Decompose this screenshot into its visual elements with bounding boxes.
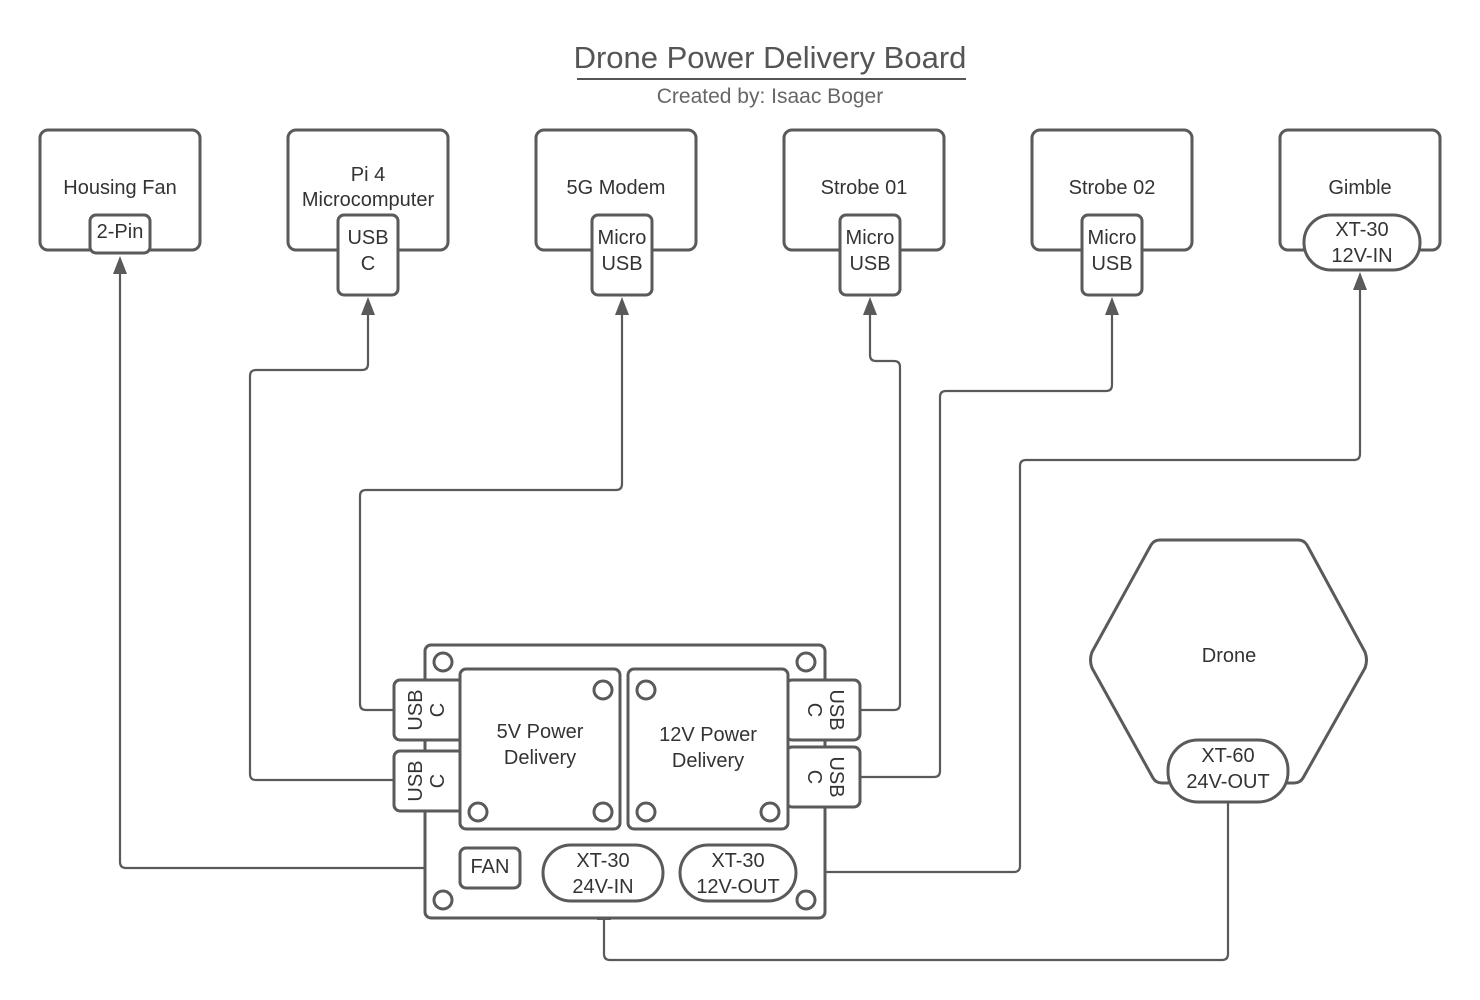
housing-fan-connector-label: 2-Pin: [96, 221, 144, 243]
module-hole: [592, 801, 614, 823]
mount-hole: [432, 889, 454, 911]
board-input-port-line2: 24V-IN: [572, 876, 634, 898]
gimble-connector: [1302, 213, 1422, 272]
wire-strobe02: [860, 312, 1114, 779]
wire-drone: [602, 802, 1230, 962]
device-pi4-label-line1: Pi 4: [350, 164, 386, 186]
mount-hole: [432, 651, 454, 673]
board-fan-port: [458, 846, 522, 890]
diagram-subtitle: Created by: Isaac Boger: [656, 85, 884, 108]
arrow-modem: [615, 297, 629, 315]
arrow-strobe01: [863, 297, 877, 315]
mount-hole: [795, 651, 817, 673]
device-strobe02-label: Strobe 02: [1068, 177, 1156, 199]
gimble-connector-line1: XT-30: [1335, 219, 1389, 241]
module-5v-label-line1: 5V Power: [496, 721, 584, 743]
strobe01-connector-line1: Micro: [845, 227, 895, 249]
drone-label: Drone: [1201, 645, 1257, 667]
strobe02-connector: [1080, 213, 1144, 297]
module-5v-label-line2: Delivery: [503, 747, 577, 769]
drone-hexagon: [1089, 538, 1368, 785]
diagram-title: Drone Power Delivery Board: [573, 40, 967, 75]
strobe01-connector: [838, 213, 902, 297]
board-input-port-line1: XT-30: [576, 850, 630, 872]
wire-modem: [358, 312, 624, 712]
arrow-gimble: [1353, 272, 1367, 290]
wire-strobe01: [860, 312, 902, 712]
module-hole: [635, 679, 657, 701]
gimble-connector-line2: 12V-IN: [1331, 245, 1393, 267]
board-output-port: [678, 843, 798, 903]
module-hole: [635, 801, 657, 823]
modem-connector: [590, 213, 654, 297]
left-port-2-label: USB C: [405, 760, 449, 802]
strobe01-connector-line2: USB: [849, 253, 891, 275]
drone-connector-line2: 24V-OUT: [1186, 771, 1270, 793]
module-12v: [626, 667, 790, 831]
device-5g-modem-label: 5G Modem: [566, 177, 666, 199]
device-gimble-label: Gimble: [1328, 177, 1392, 199]
right-port-1-label: USB C: [803, 689, 847, 731]
device-strobe01-label: Strobe 01: [820, 177, 908, 199]
housing-fan-connector: [88, 213, 152, 255]
drone-connector: [1166, 738, 1290, 804]
board-input-port: [541, 843, 665, 903]
mount-hole: [795, 889, 817, 911]
wire-fan: [118, 272, 460, 870]
drone-connector-line1: XT-60: [1201, 745, 1255, 767]
wire-pi4: [248, 312, 394, 782]
module-5v: [458, 667, 622, 831]
module-hole: [759, 801, 781, 823]
module-hole: [592, 679, 614, 701]
module-12v-label-line2: Delivery: [671, 750, 745, 772]
wire-gimble: [796, 288, 1362, 874]
module-hole: [467, 801, 489, 823]
right-port-2-label: USB C: [803, 756, 847, 798]
device-housing-fan-label: Housing Fan: [63, 177, 177, 199]
strobe02-connector-line1: Micro: [1087, 227, 1137, 249]
board-output-port-line1: XT-30: [711, 850, 765, 872]
board-output-port-line2: 12V-OUT: [696, 876, 780, 898]
title-underline: [577, 78, 966, 80]
device-pi4-label-line2: Microcomputer: [301, 189, 435, 211]
modem-connector-line1: Micro: [597, 227, 647, 249]
strobe02-connector-line2: USB: [1091, 253, 1133, 275]
module-12v-label-line1: 12V Power: [659, 724, 757, 746]
modem-connector-line2: USB: [601, 253, 643, 275]
arrow-strobe02: [1105, 297, 1119, 315]
pi4-connector-line2: C: [360, 253, 376, 275]
pi4-connector-line1: USB: [347, 227, 389, 249]
board-fan-port-label: FAN: [470, 856, 510, 878]
arrow-housing-fan: [113, 256, 127, 274]
arrow-pi4: [361, 297, 375, 315]
pi4-connector: [336, 213, 400, 297]
left-port-1-label: USB C: [405, 689, 449, 731]
